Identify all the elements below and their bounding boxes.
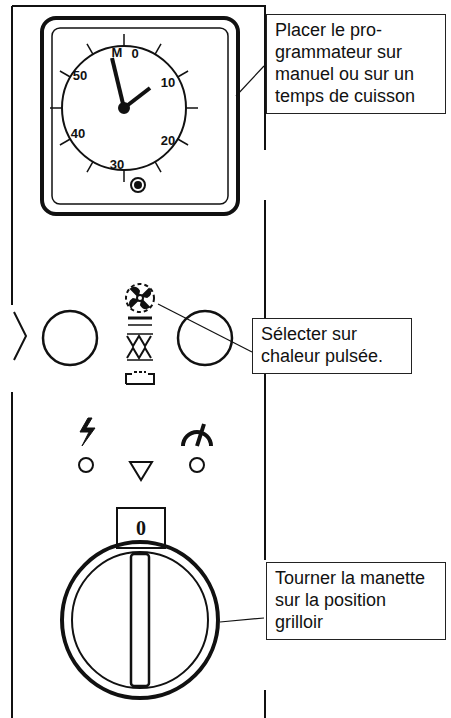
heating-symbols: [126, 318, 154, 384]
clock-inner-frame: [52, 28, 228, 204]
clock-dial: [62, 46, 186, 170]
leader-line: [158, 304, 252, 352]
indicator-lamp: [79, 458, 93, 472]
control-knob: [62, 542, 218, 698]
thermostat-lamp-symbol: [183, 424, 211, 446]
callout-text: Placer le pro- grammateur sur manuel ou …: [275, 19, 439, 107]
callout-box: Tourner la manette sur la position grill…: [266, 562, 446, 640]
power-lamp-symbol: [80, 418, 95, 446]
selector-lamp: [43, 311, 97, 365]
dial-number: 30: [110, 158, 124, 171]
dial-number: 10: [161, 76, 175, 89]
dial-number: 40: [71, 127, 85, 140]
clock-ticks: [50, 34, 198, 182]
leader-line: [220, 618, 264, 622]
leader-line: [236, 66, 264, 96]
knob-position-label: 0: [136, 518, 146, 538]
indicator-lamp: [190, 458, 204, 472]
clock-set-knob: [135, 182, 141, 188]
dial-number: M: [112, 46, 123, 59]
dial-number: 0: [131, 47, 138, 60]
fan-symbol: [126, 284, 154, 312]
pointer-mark: [14, 312, 26, 360]
dial-number: 50: [73, 69, 87, 82]
callout-text: Tourner la manette sur la position grill…: [275, 567, 439, 633]
control-knob-ring: [72, 552, 208, 688]
panel-outline: [12, 6, 265, 718]
clock-center: [119, 103, 129, 113]
callout-box: Sélecter sur chaleur pulsée.: [252, 318, 412, 374]
callout-box: Placer le pro- grammateur sur manuel ou …: [266, 14, 446, 114]
clock-set-knob: [131, 178, 145, 192]
callout-text: Sélecter sur chaleur pulsée.: [261, 323, 405, 367]
knob-grip: [131, 554, 149, 686]
knob-index-mark: [130, 462, 152, 480]
dial-number: 20: [161, 134, 175, 147]
clock-hand: [112, 58, 124, 108]
clock-frame: [42, 18, 238, 214]
